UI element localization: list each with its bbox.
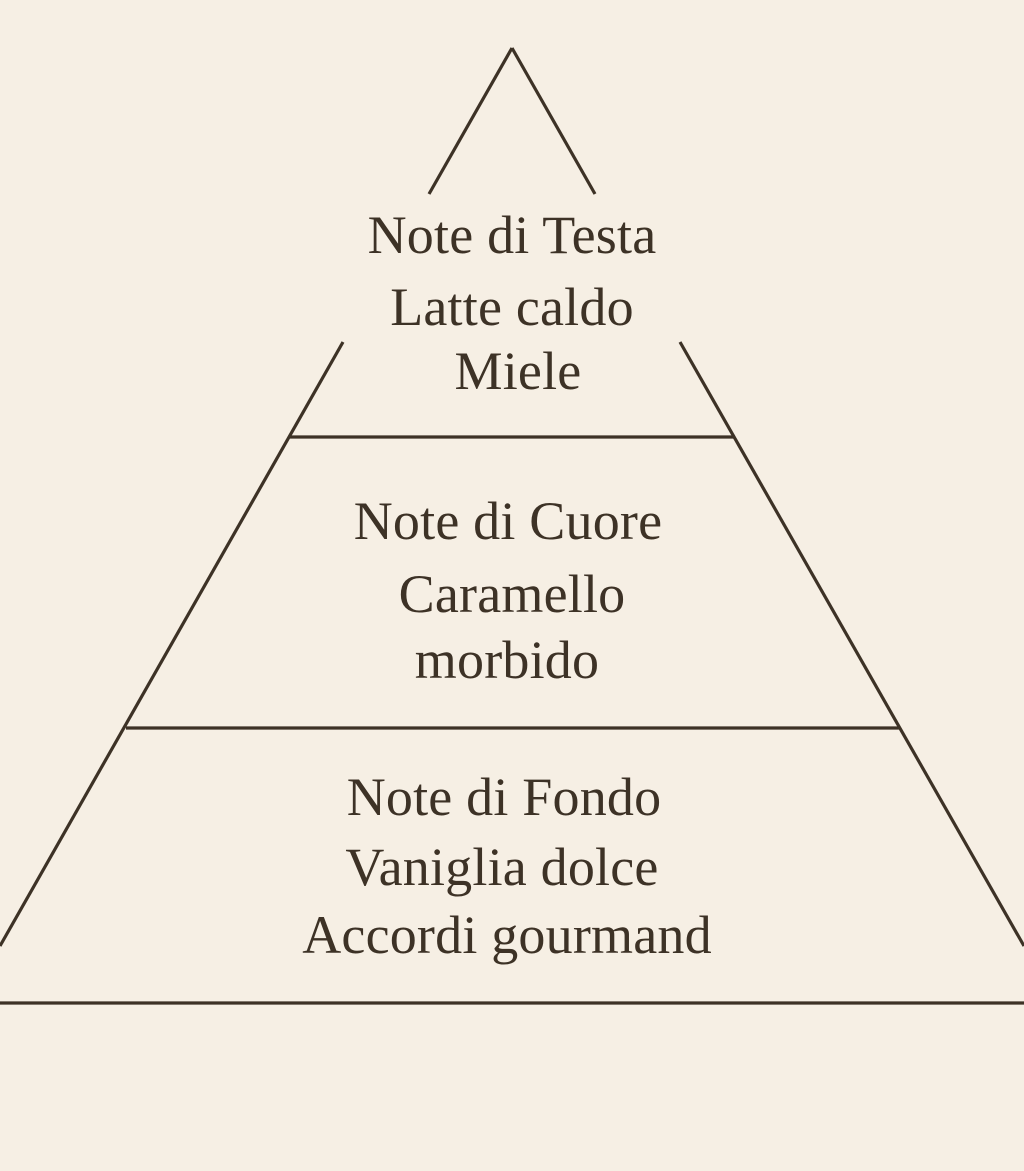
- tier-top-note-1: Latte caldo: [390, 277, 634, 337]
- pyramid-right-edge: [678, 341, 1024, 947]
- tier-top-note-2: Miele: [454, 341, 582, 401]
- tier-bottom-title: Note di Fondo: [346, 767, 662, 827]
- tier-middle-note-2: morbido: [414, 630, 600, 690]
- pyramid-apex-right-edge: [510, 47, 597, 195]
- tier-bottom-note-2: Accordi gourmand: [302, 905, 712, 965]
- tier-middle-note-1: Caramello: [398, 564, 626, 624]
- tier-middle-title: Note di Cuore: [353, 491, 663, 551]
- tier-bottom-note-1: Vaniglia dolce: [345, 837, 659, 897]
- pyramid-apex-left-edge: [427, 47, 514, 195]
- pyramid-left-edge: [0, 341, 345, 947]
- tier-top-title: Note di Testa: [367, 205, 657, 265]
